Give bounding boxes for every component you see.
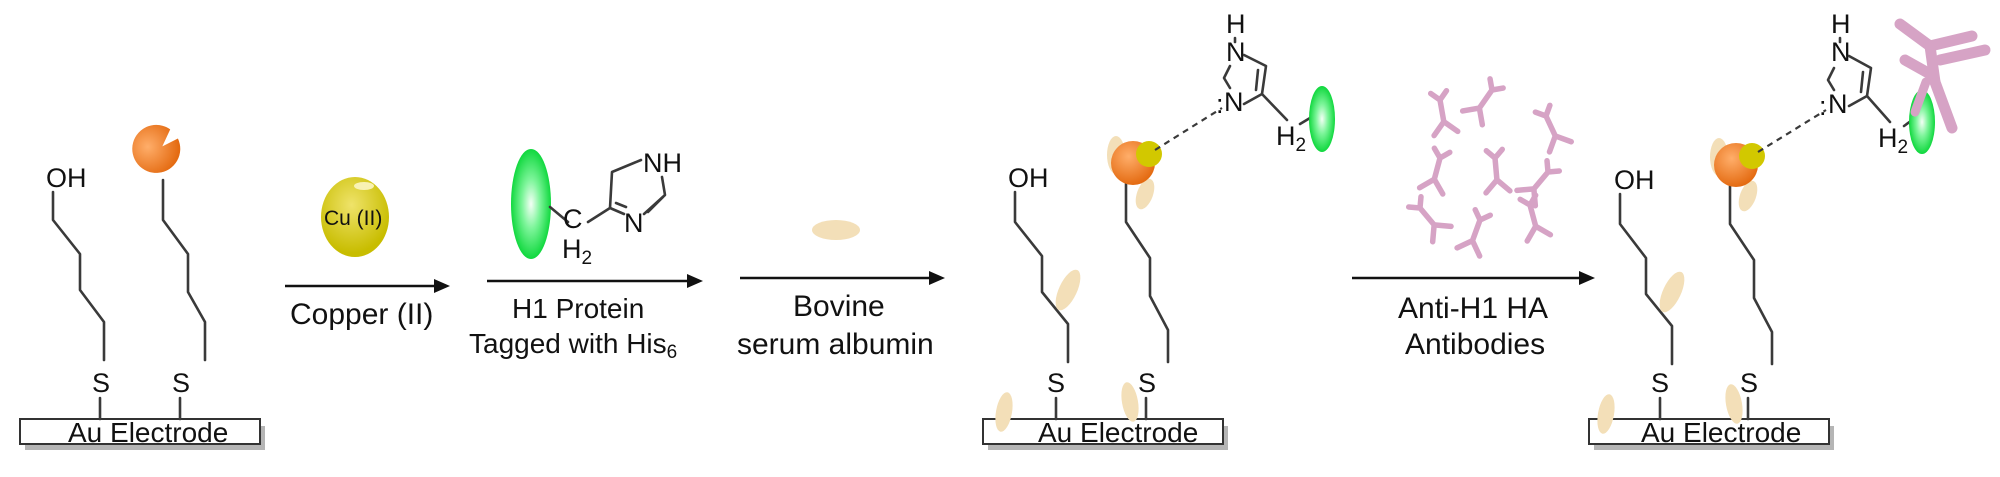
alkyl-chain-oh-2: OH S — [1008, 163, 1070, 421]
bound-antibody — [1894, 18, 1991, 134]
h1-protein-ellipse — [1309, 86, 1335, 152]
alkyl-chain-chelator-1: S — [132, 124, 207, 421]
histidine-bound-2: : N H N H2 — [1216, 9, 1335, 156]
h-label: H — [1831, 9, 1851, 39]
nitrogen-label: N — [624, 208, 644, 238]
sulfur-label: S — [1651, 368, 1669, 398]
panel-2-protein-immobilized: Au Electrode OH S S : N H — [982, 9, 1335, 450]
h1-protein-ellipse — [511, 149, 551, 259]
his-tagged-h1-protein: C H2 NH N — [511, 148, 682, 269]
electrode-2: Au Electrode — [982, 417, 1228, 450]
step-label-antibodies-line2: Antibodies — [1405, 328, 1545, 361]
step-label-copper: Copper (II) — [290, 298, 433, 331]
histidine-bound-3: : N H N H2 — [1819, 9, 1935, 158]
alkyl-chain-chelator-3: S — [1728, 184, 1774, 421]
electrode-3: Au Electrode — [1588, 417, 1834, 450]
step-label-antibodies-line1: Anti-H1 HA — [1398, 292, 1548, 325]
chelator-copper-complex-3 — [1714, 143, 1765, 187]
panel-1-bare-sam: Au Electrode OH S S — [19, 124, 265, 450]
h2-label: H2 — [1878, 123, 1908, 158]
sulfur-label: S — [92, 368, 110, 398]
chelator-pacman — [132, 124, 181, 173]
sulfur-label: S — [1740, 368, 1758, 398]
lone-pair: : — [1216, 89, 1224, 119]
electrode-label: Au Electrode — [1038, 417, 1198, 448]
h2-label: H2 — [1276, 121, 1306, 156]
nitrogen-label: N — [1831, 37, 1851, 67]
sulfur-label: S — [1138, 368, 1156, 398]
step-label-bsa-line1: Bovine — [793, 290, 885, 323]
nitrogen-label: N — [1226, 37, 1246, 67]
step-label-h1-line1: H1 Protein — [512, 293, 644, 324]
electrode-label: Au Electrode — [68, 417, 228, 448]
step-label-bsa-line2: serum albumin — [737, 328, 934, 361]
h2-label: H2 — [562, 234, 592, 269]
alkyl-chain-oh-1: OH S — [46, 163, 110, 421]
hydroxyl-label: OH — [46, 163, 87, 193]
chelator-copper-complex-2 — [1111, 141, 1162, 185]
nitrogen-label: N — [1828, 89, 1848, 119]
hydroxyl-label: OH — [1008, 163, 1049, 193]
alkyl-chain-chelator-2: S — [1124, 182, 1170, 421]
nitrogen-label: N — [1224, 87, 1244, 117]
h-label: H — [1226, 9, 1246, 39]
sulfur-label: S — [1047, 368, 1065, 398]
carbon-label: C — [563, 204, 583, 234]
alkyl-chain-oh-3: OH S — [1614, 165, 1674, 421]
anti-h1-antibodies-cloud — [1405, 76, 1574, 259]
electrode-1: Au Electrode — [19, 417, 265, 450]
step-arrow-antibodies: Anti-H1 HA Antibodies — [1352, 271, 1595, 361]
step-arrow-bsa: Bovine serum albumin — [737, 271, 945, 361]
panel-3-antibody-captured: Au Electrode OH S S : N H — [1588, 9, 1991, 450]
lone-pair: : — [1819, 91, 1827, 121]
step-arrow-copper: Copper (II) — [285, 279, 450, 331]
imidazole-ring: NH N — [608, 148, 682, 238]
electrode-label: Au Electrode — [1641, 417, 1801, 448]
nh-label: NH — [643, 148, 682, 178]
step-label-h1-line2: Tagged with His6 — [469, 328, 677, 363]
step-arrow-h1-protein: H1 Protein Tagged with His6 — [469, 274, 703, 363]
bsa-blocking-3 — [1597, 138, 1758, 434]
hydroxyl-label: OH — [1614, 165, 1655, 195]
copper-ball-label: Cu (II) — [324, 207, 382, 230]
sulfur-label: S — [172, 368, 190, 398]
copper-ii-ion: Cu (II) — [321, 177, 389, 257]
bsa-blob — [812, 220, 860, 240]
